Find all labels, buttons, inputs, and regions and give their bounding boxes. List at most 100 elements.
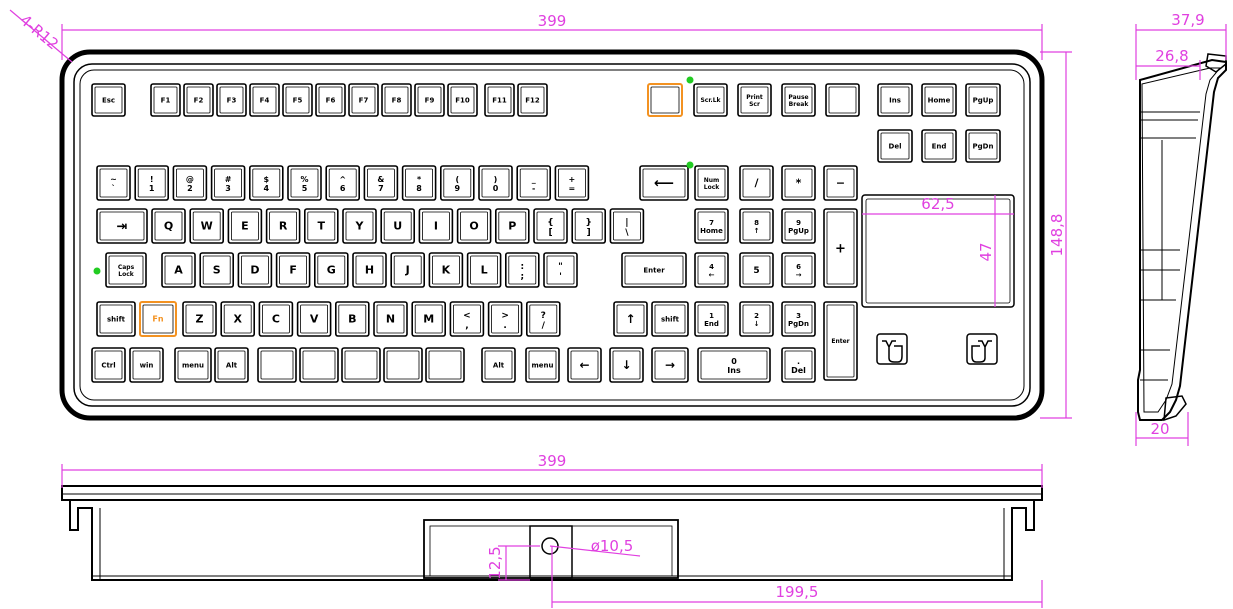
key-label: F3 [227,96,237,104]
key: C [258,301,294,337]
key-label: shift [107,315,126,323]
key-label: #3 [225,175,232,193]
key: I [418,208,454,244]
key: F8 [381,83,412,117]
key-label: F12 [525,96,540,104]
key: V [296,301,332,337]
key-label: P [508,220,516,233]
key: <, [449,301,485,337]
right-mouse-button-icon [966,333,998,365]
key: #3 [210,165,246,201]
key [257,347,297,383]
key-label: 4← [709,263,715,279]
key-label: ← [579,358,589,372]
key-label: menu [531,361,553,369]
key-label: / [754,177,759,190]
key-label: M [423,313,434,326]
key: / [739,165,774,201]
key: Home [921,83,957,117]
key: $4 [249,165,284,201]
key-label: F5 [293,96,303,104]
key-label: F11 [492,96,507,104]
key-label: Alt [226,361,238,369]
key-label: >. [501,311,509,331]
key: 2↓ [739,301,774,337]
key-label: I [434,220,438,233]
key-label: "' [558,262,563,282]
key: += [554,165,590,201]
key-label: 6→ [796,263,802,279]
key: shift [96,301,136,337]
key-label: PgDn [973,142,994,150]
key: → [651,347,689,383]
dim-touchpad-width: 62,5 [921,195,954,213]
key-label: )0 [493,175,499,193]
key-label: 5 [753,266,759,276]
key: B [334,301,370,337]
dim-hole-height: 12,5 [486,546,504,579]
key: D [237,252,273,288]
key: PgDn [965,129,1001,163]
key-label: %5 [300,175,308,193]
key-label: Fn [152,315,163,324]
key: Esc [91,83,126,117]
key: shift [651,301,689,337]
key: P [494,208,530,244]
side-view [1137,53,1227,422]
key: A [161,252,196,288]
key: Scr.Lk [693,83,728,117]
key-label: O [469,220,478,233]
key: _- [516,165,552,201]
key: |\ [609,208,645,244]
led-indicator [93,267,101,275]
dim-side-depth: 37,9 [1171,11,1204,29]
key: win [129,347,164,383]
key-label: Q [164,220,173,233]
key: %5 [287,165,322,201]
key-label: @2 [186,175,194,193]
key [825,83,860,117]
key-label: T [318,220,326,233]
key: 4← [694,252,729,288]
key: E [227,208,263,244]
key-label: Scr.Lk [700,97,721,104]
key: F7 [348,83,379,117]
key: T [303,208,339,244]
key: ~` [96,165,131,201]
dim-side-bottom: 20 [1150,420,1169,438]
key-label: ⟵ [654,176,674,192]
key: Enter [621,252,687,288]
key-label: U [393,220,402,233]
key-label: ^6 [339,175,346,193]
key-label: S [213,264,221,277]
key: Ins [877,83,913,117]
key-label: F8 [392,96,402,104]
key: 8↑ [739,208,774,244]
key: :; [504,252,540,288]
key: ← [567,347,602,383]
cable-hole [541,537,559,555]
key-label: Z [196,313,204,326]
led-indicator [686,161,694,169]
key-label: J [405,264,410,277]
key-label: Enter [643,266,665,274]
key: X [220,301,255,337]
key-label: <, [463,311,471,331]
key-label: A [174,264,183,277]
dim-hole-diameter: ø10,5 [591,537,634,555]
key-label: Home [928,96,951,104]
key: *8 [401,165,437,201]
key-label: &7 [377,175,384,193]
key-label: Y [355,220,365,233]
key: F [275,252,311,288]
key-label: _- [532,175,536,193]
